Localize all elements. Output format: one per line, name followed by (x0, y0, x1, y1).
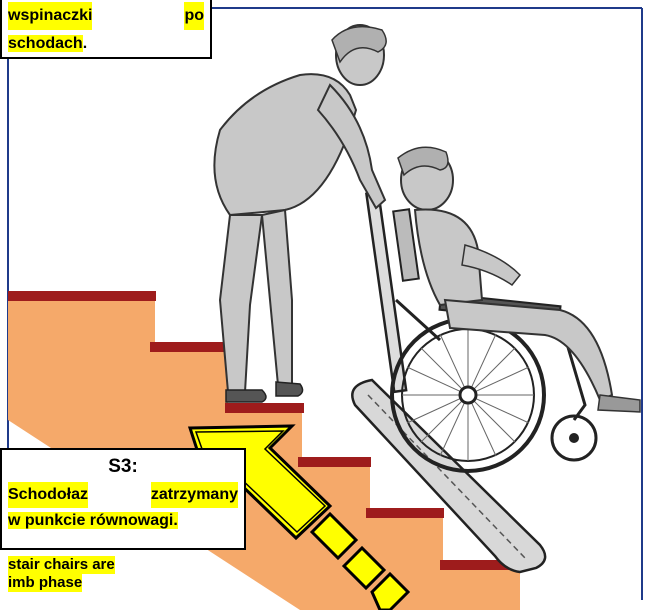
bottom-note: stair chairs are imb phase (8, 556, 170, 592)
stair-tread (8, 291, 156, 301)
s3-line2: w punkcie równowagi. (8, 512, 178, 529)
s3-word: zatrzymany (151, 482, 238, 508)
top-callout-line2: schodach (8, 35, 83, 52)
seated-person (398, 147, 640, 412)
attendant-figure (214, 25, 386, 402)
top-callout-word: wspinaczki (8, 2, 92, 30)
stair-tread (298, 457, 371, 467)
stair-tread (150, 342, 230, 352)
s3-title: S3: (8, 454, 238, 480)
bottom-note-line2: imb phase (8, 574, 82, 592)
bottom-note-line1: stair chairs are (8, 556, 115, 574)
stair-tread (225, 403, 304, 413)
s3-callout: S3: Schodołaz zatrzymany w punkcie równo… (0, 448, 246, 550)
top-callout-word: po (184, 2, 204, 30)
top-callout-period: . (83, 35, 87, 52)
s3-word: Schodołaz (8, 482, 88, 508)
stair-tread (366, 508, 444, 518)
top-callout: wspinaczki po schodach. (0, 0, 212, 59)
